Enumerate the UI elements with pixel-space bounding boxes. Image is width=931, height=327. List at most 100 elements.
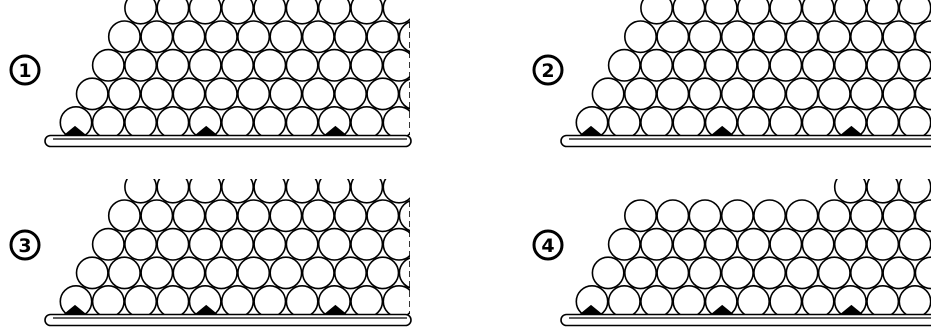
cylinder [866, 0, 900, 25]
cylinder [253, 106, 287, 140]
cylinder [915, 143, 931, 174]
cylinder [833, 48, 867, 82]
cylinder [398, 21, 410, 53]
cylinder [156, 179, 190, 204]
cylinder [623, 199, 657, 233]
cylinder [688, 199, 722, 233]
support-wedge [838, 304, 864, 315]
cylinder [399, 143, 430, 174]
cylinder [591, 256, 625, 290]
support-wedge [709, 125, 735, 136]
cylinder [317, 48, 351, 82]
cylinder [75, 256, 109, 290]
cylinder [898, 106, 931, 139]
cylinder [817, 199, 851, 233]
tray [44, 304, 412, 327]
cylinder [317, 0, 351, 25]
cylinder [607, 48, 641, 82]
cylinder [269, 199, 303, 233]
step-number-badge: 3 [9, 229, 41, 261]
support-wedge [62, 125, 88, 136]
cylinder [866, 284, 900, 318]
support-wedge [62, 304, 88, 315]
support-wedge [322, 125, 348, 136]
cylinder [914, 20, 931, 54]
cylinder [237, 199, 271, 233]
cylinder [350, 284, 384, 318]
cylinder [736, 284, 770, 318]
cylinder [140, 20, 174, 54]
cylinder [156, 227, 190, 261]
cylinder [253, 48, 287, 82]
support-wedge [322, 304, 348, 315]
cylinder [785, 256, 819, 290]
cylinder [301, 256, 335, 290]
cylinder [188, 179, 222, 204]
tray-base [44, 313, 412, 327]
cylinder [607, 284, 641, 318]
cylinder [350, 0, 384, 25]
cylinder [640, 48, 674, 82]
cylinder [801, 48, 835, 82]
cylinder [366, 77, 400, 111]
tray-base [560, 134, 931, 148]
step-number-label: 1 [18, 60, 31, 82]
cylinder [333, 256, 367, 290]
cylinder [301, 77, 335, 111]
step-number-label: 2 [541, 60, 554, 82]
cylinder [882, 77, 916, 111]
support-wedge [578, 125, 604, 136]
cylinder [866, 48, 900, 82]
cylinder [785, 20, 819, 54]
cylinder [124, 48, 158, 82]
support-wedge [193, 304, 219, 315]
cylinder [366, 256, 400, 290]
cylinder [720, 256, 754, 290]
cylinder [398, 257, 410, 289]
cylinder [736, 106, 770, 140]
cylinder [124, 227, 158, 261]
cylinder [124, 0, 158, 25]
cylinder [269, 77, 303, 111]
cylinder [221, 179, 254, 204]
panel-3: 3 [9, 143, 430, 327]
cylinder [269, 20, 303, 54]
cylinder [285, 48, 319, 82]
cylinder [688, 20, 722, 54]
cylinder [817, 256, 851, 290]
cylinder [91, 227, 125, 261]
cylinder [91, 48, 125, 82]
cylinder [736, 48, 770, 82]
cylinder-stack [59, 0, 410, 140]
cylinder [269, 256, 303, 290]
cylinder [285, 227, 319, 261]
cylinder [382, 48, 410, 82]
cylinder [301, 20, 335, 54]
panel-4: 4 [532, 143, 931, 327]
cylinder [607, 227, 641, 261]
cylinder [720, 77, 754, 111]
cylinder [140, 256, 174, 290]
cylinder [221, 0, 254, 25]
cylinder [656, 20, 690, 54]
cylinder [91, 106, 125, 140]
cylinder [156, 106, 190, 140]
cylinder [817, 77, 851, 111]
cylinder [737, 0, 770, 25]
cylinder [898, 179, 931, 204]
cylinder [382, 0, 410, 25]
cylinder [382, 179, 410, 204]
cylinder [172, 77, 206, 111]
step-number-badge: 2 [532, 54, 564, 86]
cylinder [801, 106, 835, 140]
cylinder [607, 106, 641, 140]
cylinder [656, 199, 690, 233]
cylinder [317, 179, 351, 204]
tray [44, 125, 412, 148]
cylinder [753, 256, 787, 290]
cylinder [253, 284, 287, 318]
cylinder [817, 20, 851, 54]
cylinder [285, 106, 319, 140]
cylinder [720, 20, 754, 54]
